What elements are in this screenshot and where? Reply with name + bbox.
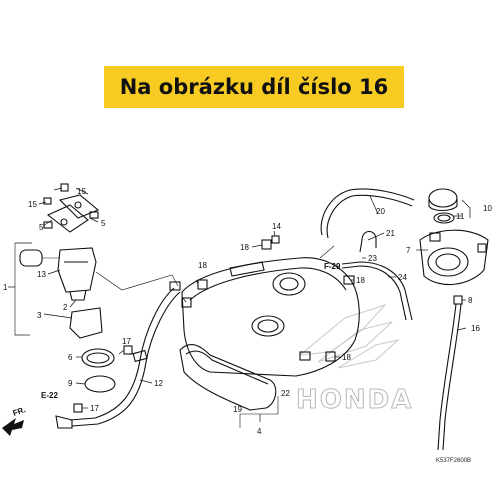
title-text: Na obrázku díl číslo 16: [119, 75, 389, 99]
front-direction-label: FR.: [12, 405, 27, 418]
drain-tube: [437, 295, 463, 451]
callout-20: 20: [376, 207, 385, 216]
figure-code: K537F2600B: [436, 458, 471, 464]
callout-15-right: 15: [77, 187, 86, 196]
fuel-tank: [181, 257, 360, 377]
callout-22: 22: [281, 389, 290, 398]
callout-11: 11: [456, 212, 465, 221]
fasteners: [73, 235, 336, 413]
filler-cap: [428, 188, 458, 224]
callout-2: 2: [63, 303, 68, 312]
callout-1: 1: [3, 283, 8, 292]
leader-lines: [38, 187, 471, 422]
callout-18-bottom: 18: [342, 353, 351, 362]
fuel-feed-hose: [55, 281, 181, 429]
front-direction-arrow: FR.: [2, 405, 27, 436]
section-ref-e22: E-22: [41, 391, 58, 400]
honda-wing-logo: [298, 303, 400, 369]
callout-21: 21: [386, 229, 395, 238]
callout-7: 7: [406, 246, 411, 255]
callout-18-top: 18: [240, 243, 249, 252]
callout-3: 3: [37, 311, 42, 320]
callout-10: 10: [483, 204, 492, 213]
callout-12: 12: [154, 379, 163, 388]
callout-18-right: 18: [356, 276, 365, 285]
callout-9: 9: [68, 379, 73, 388]
callout-15-left: 15: [28, 200, 37, 209]
callout-17-upper: 17: [122, 337, 131, 346]
callout-4: 4: [257, 427, 262, 436]
callout-16: 16: [471, 324, 480, 333]
callout-5-left: 5: [39, 223, 44, 232]
callout-17-lower: 17: [90, 404, 99, 413]
breather-tubes: [319, 188, 415, 321]
callout-24: 24: [398, 273, 407, 282]
tank-guard: [179, 344, 279, 428]
callout-5-right: 5: [101, 219, 106, 228]
canister-assembly: [419, 229, 489, 286]
callout-23: 23: [368, 254, 377, 263]
callout-14: 14: [272, 222, 281, 231]
callout-19: 19: [233, 405, 242, 414]
callout-18-left: 18: [198, 261, 207, 270]
pump-connector-line: [95, 271, 179, 291]
fuel-pump-assembly: [8, 183, 116, 393]
title-banner: Na obrázku díl číslo 16: [104, 66, 404, 108]
callout-6: 6: [68, 353, 73, 362]
honda-watermark: HONDA: [296, 385, 413, 415]
section-ref-f29: F-29: [324, 262, 341, 271]
callout-13: 13: [37, 270, 46, 279]
callout-8: 8: [468, 296, 473, 305]
